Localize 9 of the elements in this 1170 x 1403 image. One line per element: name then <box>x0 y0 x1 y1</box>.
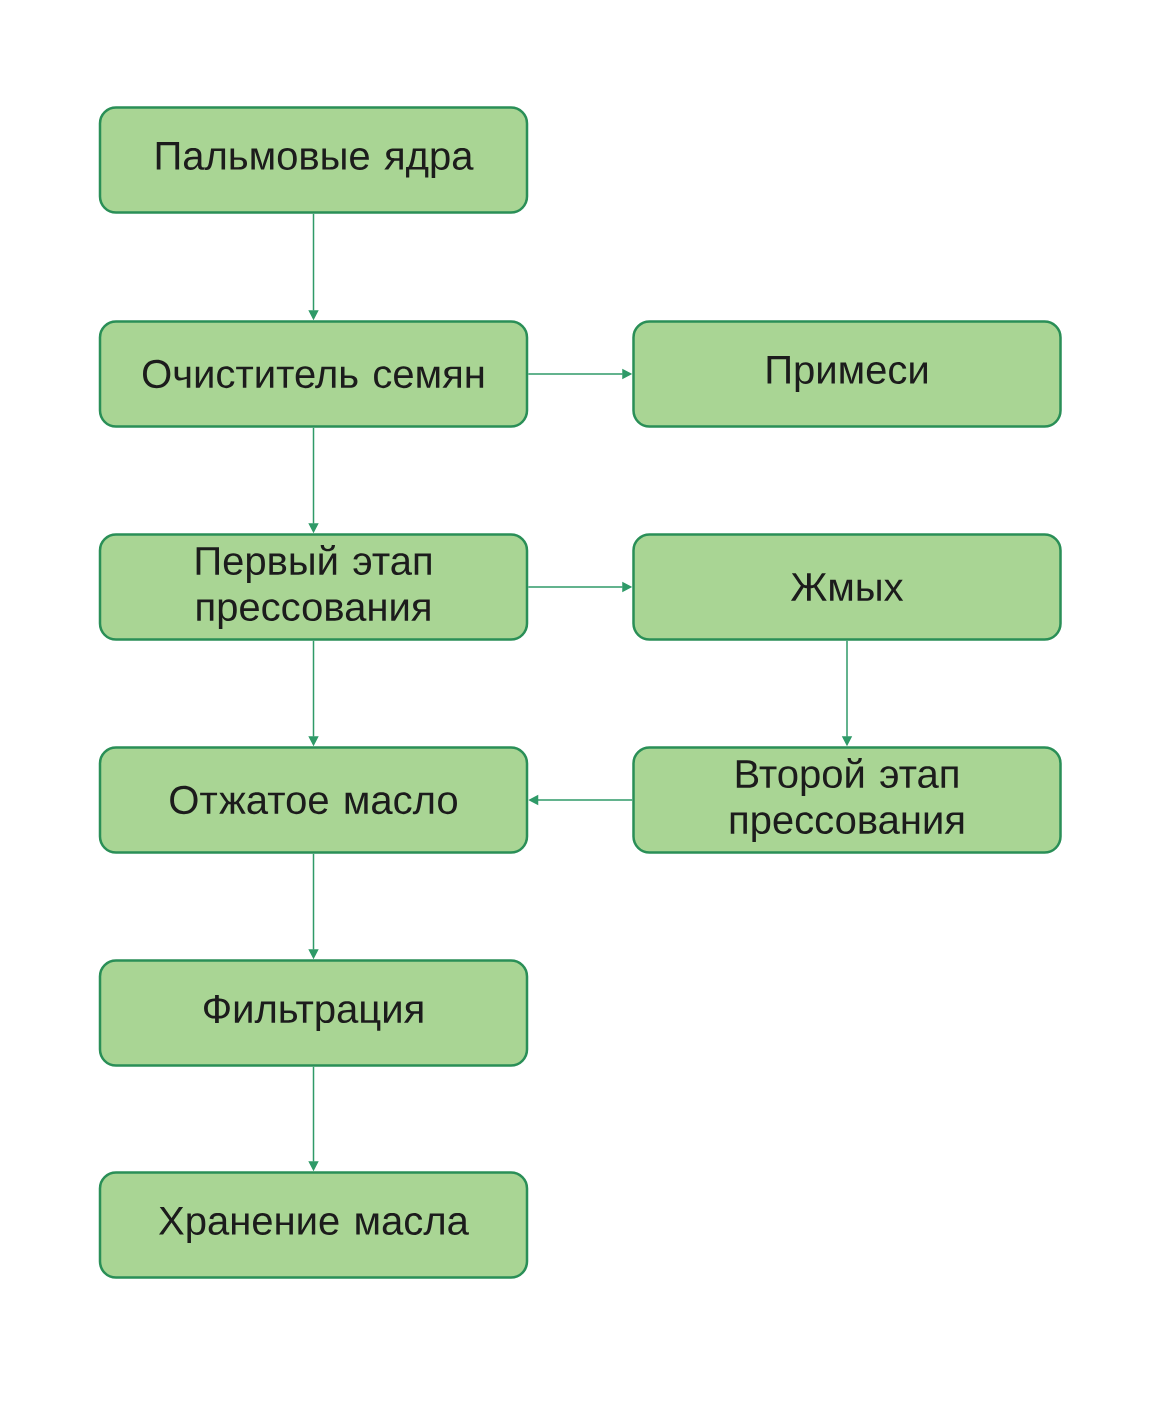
process-box: Фильтрация <box>98 959 529 1067</box>
process-box: Жмых <box>632 533 1062 641</box>
process-box: Отжатое масло <box>98 746 529 854</box>
process-box: Примеси <box>632 320 1062 428</box>
process-box: Хранение масла <box>98 1171 529 1279</box>
process-box: Первый этап прессования <box>98 533 529 641</box>
process-box: Пальмовые ядра <box>98 106 529 214</box>
process-box: Очиститель семян <box>98 320 529 428</box>
process-box: Второй этап прессования <box>632 746 1062 854</box>
